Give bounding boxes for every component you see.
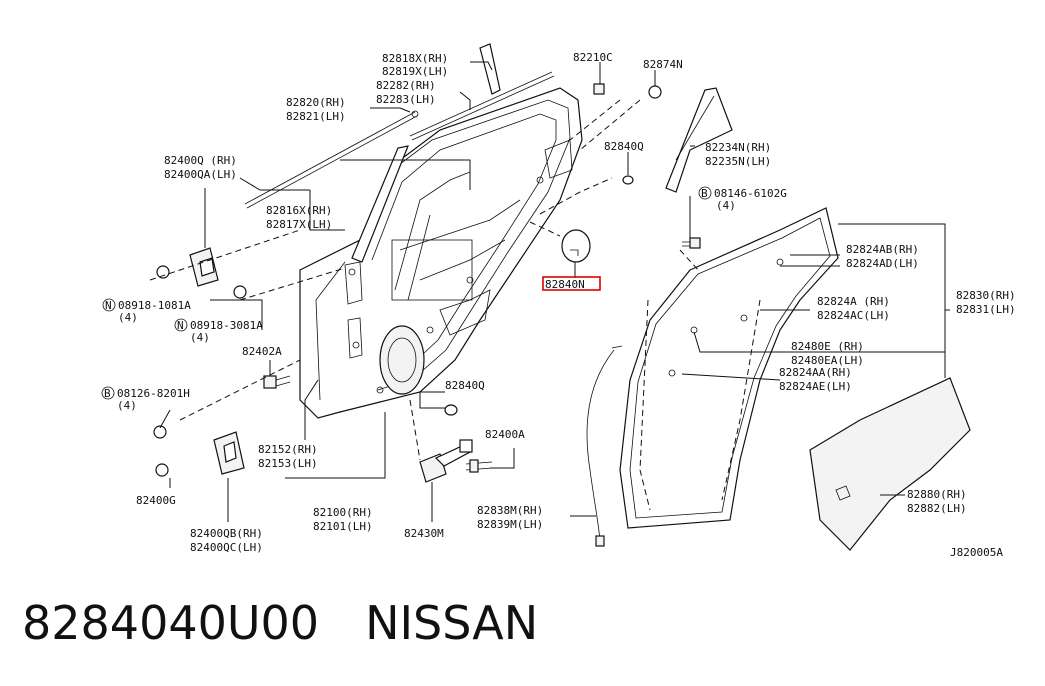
label-08146: 08146-6102G: [714, 187, 787, 200]
label-82400q: 82400Q (RH): [164, 154, 237, 167]
label-82402a: 82402A: [242, 345, 282, 358]
door-check-link: [419, 439, 493, 483]
label-82400qa: 82400QA(LH): [164, 168, 237, 181]
grommet-82840q-top: [622, 175, 634, 185]
label-82820: 82820(RH): [286, 96, 346, 109]
part-number: 8284040U00: [22, 596, 320, 650]
label-82882: 82882(LH): [907, 502, 967, 515]
label-82282: 82282(RH): [376, 79, 436, 92]
nut-82874n: [648, 85, 662, 99]
label-82874n: 82874N: [643, 58, 683, 71]
sash-82234n: [665, 87, 733, 193]
bolt-08146: [682, 237, 701, 249]
circle-mark-n2: N: [174, 318, 188, 332]
label-82400a: 82400A: [485, 428, 525, 441]
svg-text:N: N: [105, 299, 112, 312]
sash-82816: [351, 145, 409, 263]
label-82840q-bottom: 82840Q: [445, 379, 485, 392]
label-82283: 82283(LH): [376, 93, 436, 106]
svg-text:N: N: [177, 319, 184, 332]
part-labels: 82818X(RH) 82819X(LH) 82282(RH) 82283(LH…: [117, 51, 1016, 559]
label-82153: 82153(LH): [258, 457, 318, 470]
label-82830: 82830(RH): [956, 289, 1016, 302]
outer-moulding-82818: [409, 43, 555, 141]
highlight-box: [542, 276, 601, 291]
label-08146-qty: (4): [716, 199, 736, 212]
upper-hinge: [156, 247, 247, 299]
lower-hinge: [153, 425, 245, 477]
caption: 8284040U00 NISSAN: [22, 596, 538, 650]
label-82152: 82152(RH): [258, 443, 318, 456]
label-82831: 82831(LH): [956, 303, 1016, 316]
label-08918-3081a-qty: (4): [190, 331, 210, 344]
label-08918-1081a-qty: (4): [118, 311, 138, 324]
door-panel: [299, 87, 583, 419]
label-08126: 08126-8201H: [117, 387, 190, 400]
label-82880: 82880(RH): [907, 488, 967, 501]
label-82821: 82821(LH): [286, 110, 346, 123]
svg-text:B: B: [701, 187, 708, 200]
label-08918-3081a: 08918-3081A: [190, 319, 263, 332]
seal-82840n: [561, 229, 591, 263]
parts-diagram: N N B B 82818X(RH) 82819X(LH) 82282(RH) …: [101, 43, 1016, 559]
label-82400qb: 82400QB(RH): [190, 527, 263, 540]
label-82101: 82101(LH): [313, 520, 373, 533]
label-82818x: 82818X(RH): [382, 52, 448, 65]
label-82400g: 82400G: [136, 494, 176, 507]
label-82824ae: 82824AE(LH): [779, 380, 852, 393]
diagram-code: J820005A: [950, 546, 1003, 559]
clip-82210c: [593, 83, 605, 95]
label-82235n: 82235N(LH): [705, 155, 771, 168]
bolt-82402a: [263, 375, 291, 389]
label-82840q-top: 82840Q: [604, 140, 644, 153]
brand-name: NISSAN: [365, 596, 539, 650]
circle-mark-n1: N: [102, 298, 116, 312]
label-82100: 82100(RH): [313, 506, 373, 519]
weatherstrip-82820: [244, 110, 419, 209]
label-82210c: 82210C: [573, 51, 613, 64]
label-08918-1081a: 08918-1081A: [118, 299, 191, 312]
label-82400qc: 82400QC(LH): [190, 541, 263, 554]
label-82819x: 82819X(LH): [382, 65, 448, 78]
label-82824ac: 82824AC(LH): [817, 309, 890, 322]
circle-mark-b2: B: [698, 186, 712, 200]
label-82824ad: 82824AD(LH): [846, 257, 919, 270]
label-82840n: 82840N: [545, 278, 585, 291]
harness-82838m: [586, 345, 623, 547]
leader-lines: [149, 61, 950, 522]
label-82430m: 82430M: [404, 527, 444, 540]
grommet-82840q-bottom: [444, 404, 458, 416]
label-82839m: 82839M(LH): [477, 518, 543, 531]
door-weatherstrip-82830: [619, 207, 839, 529]
panel-82880: [809, 377, 971, 551]
svg-text:B: B: [104, 387, 111, 400]
label-82816x: 82816X(RH): [266, 204, 332, 217]
circle-mark-b1: B: [101, 386, 115, 400]
label-82824a: 82824A (RH): [817, 295, 890, 308]
label-82824aa: 82824AA(RH): [779, 366, 852, 379]
label-82838m: 82838M(RH): [477, 504, 543, 517]
label-82234n: 82234N(RH): [705, 141, 771, 154]
label-08126-qty: (4): [117, 399, 137, 412]
label-82480ea: 82480EA(LH): [791, 354, 864, 367]
label-82817x: 82817X(LH): [266, 218, 332, 231]
label-82824ab: 82824AB(RH): [846, 243, 919, 256]
label-82480e: 82480E (RH): [791, 340, 864, 353]
